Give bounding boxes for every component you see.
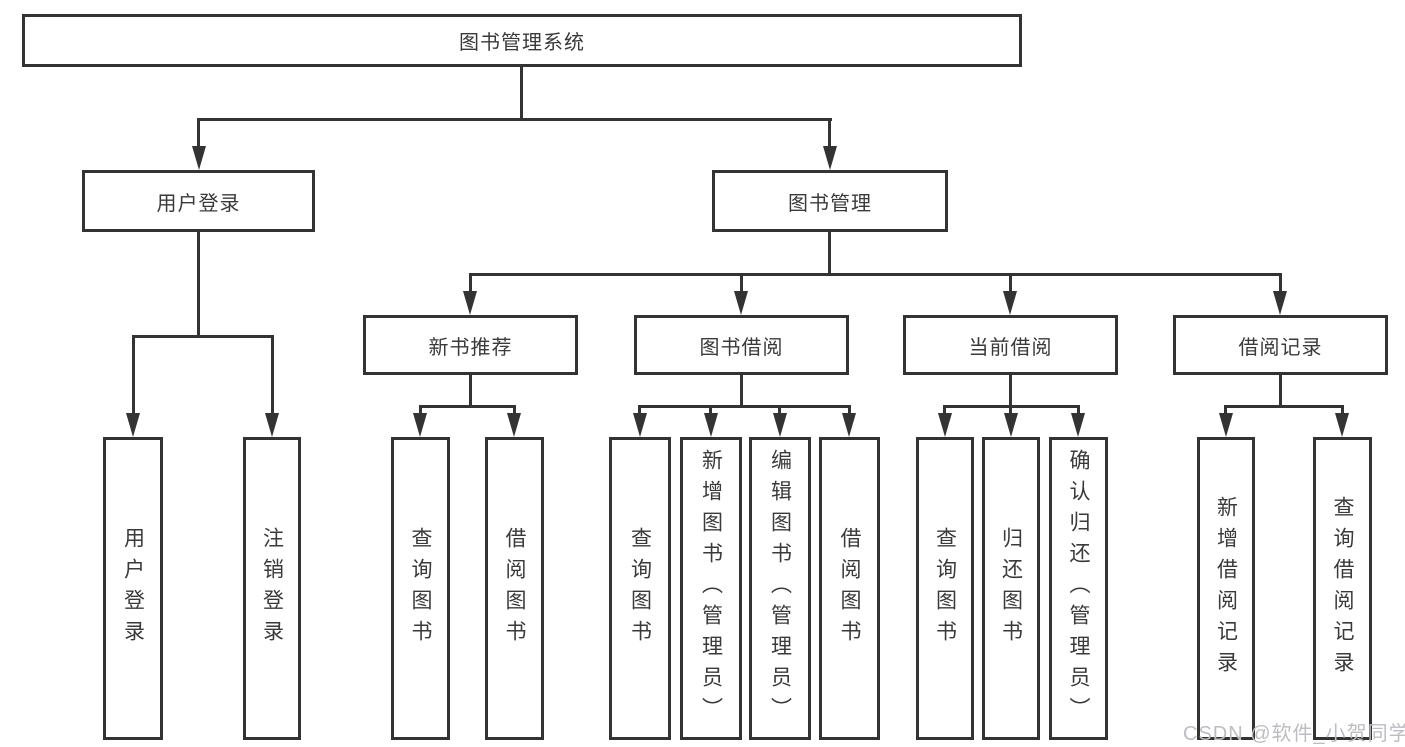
node-add-book-admin: 新增图书（管理员） <box>680 437 742 740</box>
node-user-login: 用户登录 <box>82 170 315 232</box>
connector-line <box>271 335 274 413</box>
node-book-borrow: 图书借阅 <box>634 315 849 375</box>
node-logout: 注销登录 <box>243 437 301 740</box>
connector-line <box>740 273 743 291</box>
connector-line <box>197 118 832 121</box>
connector-line <box>848 405 851 413</box>
connector-line <box>132 335 274 338</box>
node-query-books-borrow: 查询图书 <box>609 437 671 740</box>
arrow-down-icon <box>1273 291 1287 315</box>
connector-line <box>520 67 523 118</box>
node-query-books-current: 查询图书 <box>916 437 974 740</box>
arrow-down-icon <box>773 413 787 437</box>
node-borrow-books-leaf: 借阅图书 <box>819 437 880 740</box>
arrow-down-icon <box>265 413 279 437</box>
node-edit-book-admin: 编辑图书（管理员） <box>749 437 811 740</box>
arrow-down-icon <box>842 413 856 437</box>
watermark: CSDN @软件_小贺同学 <box>1183 723 1405 745</box>
node-label: 新增图书（管理员） <box>699 449 723 728</box>
node-book-management: 图书管理 <box>712 170 948 232</box>
connector-line <box>943 405 946 413</box>
connector-line <box>1279 375 1282 405</box>
connector-line <box>1009 273 1012 291</box>
connector-line <box>1009 375 1012 405</box>
connector-line <box>638 405 641 413</box>
node-label: 查询图书 <box>628 526 652 651</box>
connector-line <box>828 232 831 273</box>
node-query-borrow-record: 查询借阅记录 <box>1313 437 1372 740</box>
node-library-system: 图书管理系统 <box>22 14 1022 67</box>
connector-line <box>1279 273 1282 291</box>
connector-line <box>419 405 422 413</box>
node-query-books-recommend: 查询图书 <box>391 437 450 740</box>
node-user-login-leaf: 用户登录 <box>103 437 163 740</box>
node-new-book-recommend: 新书推荐 <box>363 315 578 375</box>
connector-line <box>132 335 135 413</box>
node-label: 借阅图书 <box>838 526 861 651</box>
node-label: 查询图书 <box>933 526 957 651</box>
connector-line <box>638 405 850 408</box>
connector-line <box>1341 405 1344 413</box>
arrow-down-icon <box>633 413 647 437</box>
connector-line <box>469 273 472 291</box>
arrow-down-icon <box>1219 413 1233 437</box>
arrow-down-icon <box>938 413 952 437</box>
node-return-books: 归还图书 <box>982 437 1040 740</box>
connector-line <box>778 405 781 413</box>
arrow-down-icon <box>413 413 427 437</box>
arrow-down-icon <box>823 146 837 170</box>
node-label: 归还图书 <box>999 526 1023 651</box>
node-label: 查询图书 <box>409 526 432 651</box>
node-add-borrow-record: 新增借阅记录 <box>1197 437 1255 740</box>
arrow-down-icon <box>704 413 718 437</box>
arrow-down-icon <box>507 413 521 437</box>
connector-line <box>469 273 1281 276</box>
node-label: 新增借阅记录 <box>1214 495 1238 682</box>
node-borrow-records: 借阅记录 <box>1173 315 1388 375</box>
node-current-borrow: 当前借阅 <box>903 315 1118 375</box>
arrow-down-icon <box>126 413 140 437</box>
node-label: 确认归还（管理员） <box>1067 449 1090 728</box>
arrow-down-icon <box>1004 413 1018 437</box>
connector-line <box>1009 405 1012 413</box>
connector-line <box>1224 405 1227 413</box>
connector-line <box>740 375 743 405</box>
arrow-down-icon <box>1071 413 1085 437</box>
connector-line <box>1077 405 1080 413</box>
node-label: 借阅图书 <box>503 526 526 651</box>
connector-line <box>197 118 200 146</box>
node-label: 编辑图书（管理员） <box>768 449 792 728</box>
connector-line <box>469 375 472 405</box>
node-label: 注销登录 <box>260 526 284 651</box>
connector-line <box>197 232 200 335</box>
arrow-down-icon <box>1003 291 1017 315</box>
connector-line <box>828 118 831 146</box>
arrow-down-icon <box>734 291 748 315</box>
node-label: 查询借阅记录 <box>1331 495 1354 682</box>
arrow-down-icon <box>1335 413 1349 437</box>
arrow-down-icon <box>192 146 206 170</box>
node-label: 用户登录 <box>121 526 145 651</box>
arrow-down-icon <box>463 291 477 315</box>
connector-line <box>1224 405 1344 408</box>
connector-line <box>709 405 712 413</box>
connector-line <box>419 405 516 408</box>
node-borrow-books-recommend: 借阅图书 <box>485 437 544 740</box>
node-confirm-return-admin: 确认归还（管理员） <box>1049 437 1108 740</box>
connector-line <box>513 405 516 413</box>
